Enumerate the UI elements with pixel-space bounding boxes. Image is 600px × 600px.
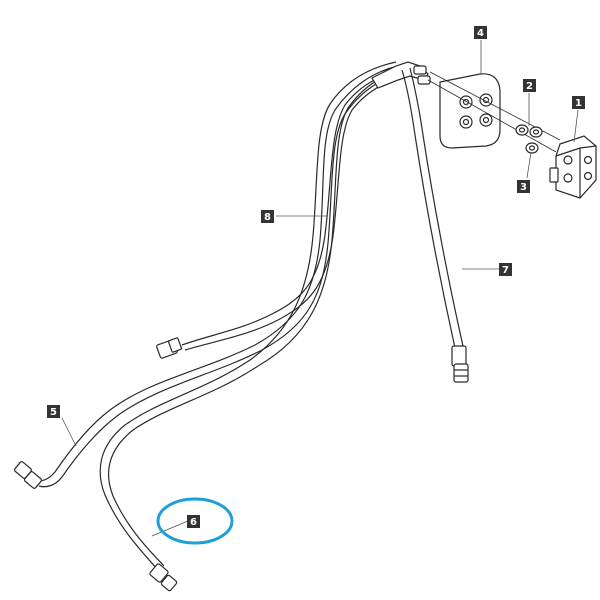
callout-7: 7 [499,263,512,276]
svg-text:4: 4 [477,28,484,39]
leader-6 [151,520,189,537]
svg-text:7: 7 [502,265,509,276]
callout-2: 2 [523,79,536,92]
mounting-plate-4[interactable] [439,73,501,149]
svg-text:2: 2 [526,81,533,92]
leader-3 [526,151,532,179]
callout-5: 5 [47,405,60,418]
leader-5 [61,417,77,447]
fitting-hose-8-end [156,337,183,359]
callout-8: 8 [261,210,274,223]
fitting-hose-6-end [149,563,178,592]
hose-8[interactable] [35,61,409,571]
hose-7[interactable] [401,67,464,349]
svg-text:1: 1 [575,98,582,109]
svg-text:8: 8 [264,212,271,223]
svg-text:6: 6 [190,517,197,528]
svg-text:3: 3 [520,182,527,193]
fitting-hose-5-end [13,461,43,489]
leader-1 [573,109,579,143]
nuts-2[interactable] [515,124,543,138]
fitting-hose-7-end [451,345,469,383]
nut-3[interactable] [525,142,539,154]
callout-3: 3 [517,180,530,193]
valve-block-1[interactable] [549,135,597,199]
callout-1: 1 [572,96,585,109]
leader-lines [61,40,579,537]
top-elbow-fitting [371,61,431,89]
callout-6: 6 [187,515,200,528]
callout-4: 4 [474,26,487,39]
svg-text:5: 5 [50,407,57,418]
highlight-ring-6 [156,497,234,545]
